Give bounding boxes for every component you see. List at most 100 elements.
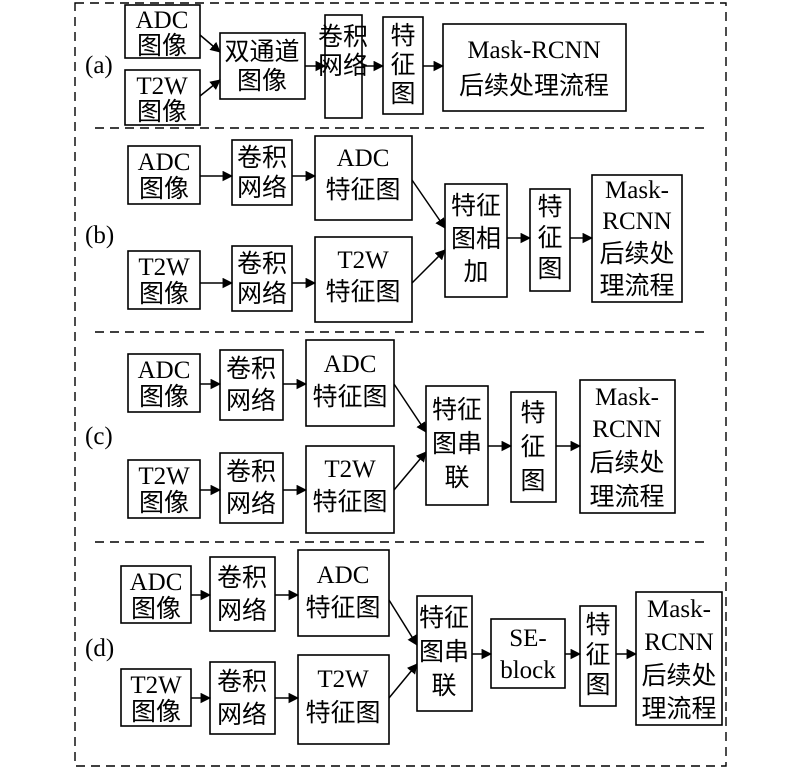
a-feat-line3: 图	[390, 81, 415, 108]
d-se-line2: block	[500, 657, 556, 684]
d-adc-box	[120, 565, 192, 624]
panel-label-b: (b)	[85, 222, 114, 249]
b-conv1-line2: 网络	[237, 174, 287, 202]
c-conv2-line2: 网络	[226, 490, 276, 518]
b-arrow-t2wfeat-add	[411, 249, 446, 284]
d-t2w-feat-line1: T2W	[317, 666, 369, 693]
d-conv1-box	[209, 556, 276, 632]
c-t2w-feat-line2: 特征图	[312, 488, 387, 516]
outer-frame	[74, 2, 727, 767]
d-se-box	[490, 618, 566, 689]
d-t2w-feat-box	[297, 654, 390, 745]
b-add-line2: 图相	[451, 225, 501, 253]
d-adc-line1: ADC	[130, 569, 183, 596]
a-adc-line1: ADC	[136, 7, 189, 34]
d-mask-box	[635, 591, 723, 726]
d-t2w-box	[120, 668, 192, 727]
b-adc-feat-line2: 特征图	[325, 176, 400, 204]
d-conv2-line1: 卷积	[217, 668, 267, 696]
d-concat-line1: 特征	[419, 604, 469, 632]
c-t2w-feat-line1: T2W	[324, 456, 376, 483]
a-arrow-t2w-dual	[199, 79, 221, 97]
c-concat-line2: 图串	[432, 430, 482, 458]
panel-label-c: (c)	[85, 423, 113, 450]
c-adc-feat-box	[305, 339, 395, 427]
a-mask-line2: 后续处理流程	[459, 72, 609, 100]
b-t2w-feat-line2: 特征图	[325, 278, 400, 306]
d-arrow-adcfeat-concat	[388, 599, 418, 646]
c-conv2-line1: 卷积	[226, 458, 276, 486]
d-conv1-line1: 卷积	[217, 564, 267, 592]
a-t2w-line2: 图像	[137, 98, 187, 126]
c-feat-line3: 图	[520, 468, 545, 495]
b-t2w-feat-box	[314, 236, 413, 323]
c-concat-box	[425, 385, 489, 506]
c-adc-feat-line1: ADC	[324, 351, 377, 378]
a-conv-line1: 卷积	[318, 23, 368, 51]
d-se-line1: SE-	[509, 625, 547, 652]
c-feat-line1: 特	[520, 399, 545, 427]
d-adc-feat-box	[297, 549, 390, 637]
b-add-line1: 特征	[451, 192, 501, 220]
c-adc-box	[127, 353, 201, 413]
b-adc-feat-box	[314, 135, 413, 221]
d-feat-line3: 图	[585, 672, 610, 699]
c-conv1-line2: 网络	[226, 387, 276, 415]
c-mask-box	[579, 379, 676, 514]
c-mask-line3: 后续处	[589, 449, 664, 477]
c-t2w-box	[127, 459, 201, 519]
b-adc-line1: ADC	[138, 149, 191, 176]
d-conv2-line2: 网络	[217, 701, 267, 729]
b-mask-line1: Mask-	[605, 177, 669, 204]
b-conv2-line2: 网络	[237, 280, 287, 308]
c-feat-box	[510, 391, 557, 503]
c-conv1-line1: 卷积	[226, 355, 276, 383]
d-adc-line2: 图像	[131, 595, 181, 623]
b-adc-feat-line1: ADC	[337, 145, 390, 172]
d-feat-line1: 特	[585, 611, 610, 639]
d-mask-line4: 理流程	[641, 695, 716, 723]
d-arrow-t2wfeat-concat	[388, 663, 418, 699]
b-mask-line3: 后续处	[599, 240, 674, 268]
c-adc-line1: ADC	[138, 357, 191, 384]
c-mask-line2: RCNN	[592, 416, 661, 443]
b-conv1-line1: 卷积	[237, 144, 287, 172]
d-adc-feat-line1: ADC	[317, 562, 370, 589]
c-conv2-box	[219, 452, 284, 524]
b-feat-line3: 图	[537, 256, 562, 283]
d-t2w-line2: 图像	[131, 698, 181, 726]
c-conv1-box	[219, 349, 284, 421]
b-t2w-line2: 图像	[139, 280, 189, 308]
d-concat-line3: 联	[431, 673, 456, 700]
c-arrow-adcfeat-concat	[393, 383, 427, 433]
a-dual-line2: 图像	[237, 67, 287, 95]
d-adc-feat-line2: 特征图	[305, 594, 380, 622]
b-arrow-adcfeat-add	[411, 179, 446, 229]
b-add-line3: 加	[463, 258, 488, 286]
b-adc-line2: 图像	[139, 175, 189, 203]
panel-label-a: (a)	[85, 52, 113, 79]
c-concat-line3: 联	[444, 465, 469, 492]
a-arrow-adc-dual	[199, 34, 221, 53]
b-feat-line1: 特	[537, 193, 562, 221]
d-concat-box	[416, 595, 473, 712]
b-mask-line4: 理流程	[599, 272, 674, 300]
panel-label-d: (d)	[85, 635, 114, 662]
a-adc-line2: 图像	[137, 32, 187, 60]
a-feat-line1: 特	[390, 22, 415, 50]
b-t2w-line1: T2W	[138, 254, 190, 281]
b-add-box	[444, 183, 508, 298]
a-t2w-box	[124, 69, 201, 126]
d-t2w-line1: T2W	[130, 672, 182, 699]
b-feat-box	[529, 188, 571, 292]
d-t2w-feat-line2: 特征图	[305, 699, 380, 727]
c-mask-line4: 理流程	[589, 483, 664, 511]
b-t2w-box	[127, 250, 201, 310]
a-feat-line2: 征	[390, 51, 415, 79]
b-conv2-box	[231, 245, 293, 312]
d-mask-line3: 后续处	[641, 662, 716, 690]
a-conv-line2: 网络	[318, 52, 368, 80]
b-mask-line2: RCNN	[602, 208, 671, 235]
a-adc-box	[124, 4, 201, 59]
